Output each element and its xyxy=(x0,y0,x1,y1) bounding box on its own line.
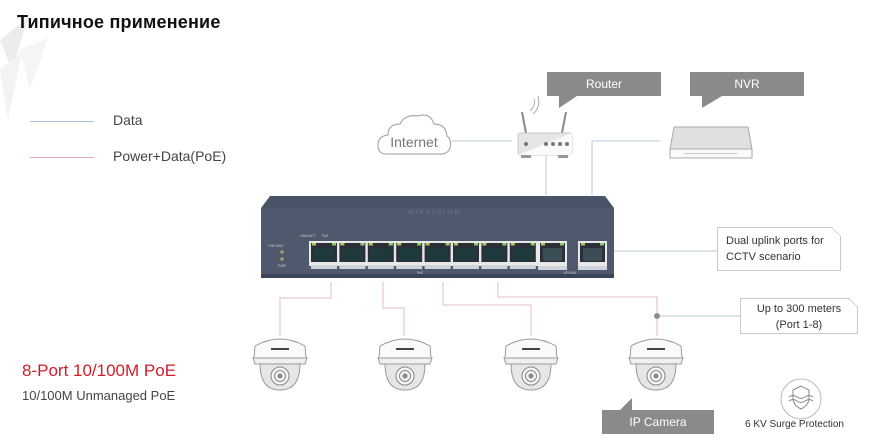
poe-led xyxy=(360,243,365,246)
poe-port-8 xyxy=(509,243,536,269)
switch-uplink-label: UPLINK xyxy=(564,271,577,275)
internet-label: Internet xyxy=(390,134,438,150)
legend-data-line xyxy=(30,121,94,122)
switch-pwr-label: PWR xyxy=(278,264,287,268)
link-led xyxy=(312,243,316,246)
ip-camera-4 xyxy=(628,338,684,391)
switch-poe-max-label: PoE MAX xyxy=(268,244,284,248)
uplink-note-line-2: CCTV scenario xyxy=(726,251,801,263)
ip-cameras xyxy=(252,338,684,391)
nvr-switch-line xyxy=(591,140,660,195)
poe-led xyxy=(530,243,535,246)
nvr-callout: NVR xyxy=(690,72,804,108)
legend-poe-line xyxy=(30,157,94,158)
distance-note-line-1: Up to 300 meters xyxy=(756,303,842,315)
port-label-strip xyxy=(481,265,508,269)
decorative-background-shape xyxy=(0,18,48,120)
uplink-port-1 xyxy=(538,241,567,270)
poe-port-5 xyxy=(424,243,451,269)
surge-protection-label: 6 KV Surge Protection xyxy=(745,419,844,430)
port-label-strip xyxy=(311,265,337,269)
distance-note-line-2: (Port 1-8) xyxy=(775,319,823,331)
switch-brand-label: HIKVISION xyxy=(408,209,461,215)
data-connections xyxy=(452,140,740,317)
port-label-strip xyxy=(509,265,536,269)
ip-camera-1 xyxy=(252,338,308,391)
port-label-strip xyxy=(453,265,479,269)
product-name: 8-Port 10/100M PoE xyxy=(22,361,177,380)
camera-logo xyxy=(647,348,665,350)
link-led xyxy=(340,243,345,246)
ip-camera-3 xyxy=(503,338,559,391)
poe-port-1 xyxy=(311,243,337,269)
poe-led xyxy=(417,243,422,246)
port-label-strip xyxy=(396,265,423,269)
uplink-ports xyxy=(538,241,607,270)
port-label-strip xyxy=(339,265,366,269)
router-icon xyxy=(517,95,573,158)
poe-port-2 xyxy=(339,243,366,269)
uplink-port-2 xyxy=(578,241,607,270)
port-label-strip xyxy=(424,265,451,269)
uplink-note-line-1: Dual uplink ports for xyxy=(726,235,824,247)
port-label-strip xyxy=(367,265,394,269)
router-callout: Router xyxy=(547,72,661,108)
poe-led xyxy=(502,243,507,246)
poe-switch: HIKVISION PoE MAX PWR LINK/ACT PoE PoE U… xyxy=(261,196,614,278)
switch-poe-footer-label: PoE xyxy=(417,271,424,275)
distance-note: Up to 300 meters (Port 1-8) xyxy=(740,298,858,334)
poe-led xyxy=(388,243,393,246)
camera-logo xyxy=(271,348,289,350)
camera-logo xyxy=(522,348,540,350)
poe-line-camera-3 xyxy=(442,282,532,336)
product-subtitle: 10/100M Unmanaged PoE xyxy=(22,388,176,403)
pwr-led xyxy=(280,257,284,261)
ip-camera-callout: IP Camera xyxy=(602,398,714,434)
uplink-note: Dual uplink ports for CCTV scenario xyxy=(717,227,841,271)
poe-max-led xyxy=(280,250,284,254)
link-led xyxy=(482,243,487,246)
poe-line-camera-2 xyxy=(382,282,405,336)
page-title: Типичное применение xyxy=(17,12,221,32)
poe-led xyxy=(445,243,450,246)
link-led xyxy=(510,243,515,246)
surge-protection-icon xyxy=(780,378,822,420)
poe-ports xyxy=(309,241,539,269)
distance-marker-dot xyxy=(654,313,660,319)
poe-port-3 xyxy=(367,243,394,269)
camera-logo xyxy=(396,348,414,350)
poe-port-6 xyxy=(453,243,479,269)
link-led xyxy=(368,243,373,246)
poe-line-camera-4 xyxy=(497,282,658,336)
poe-led xyxy=(332,243,336,246)
internet-cloud-icon: Internet xyxy=(377,114,452,155)
link-led xyxy=(397,243,402,246)
link-led xyxy=(454,243,458,246)
switch-link-act-label: LINK/ACT xyxy=(300,234,317,238)
ip-camera-2 xyxy=(377,338,433,391)
poe-line-camera-1 xyxy=(279,282,332,336)
poe-led xyxy=(474,243,478,246)
link-led xyxy=(425,243,430,246)
poe-port-4 xyxy=(396,243,423,269)
poe-connections xyxy=(279,282,658,336)
legend-poe-label: Power+Data(PoE) xyxy=(113,148,227,164)
switch-poe-header-label: PoE xyxy=(322,234,329,238)
poe-port-7 xyxy=(481,243,508,269)
legend-data-label: Data xyxy=(113,112,143,128)
nvr-icon xyxy=(669,126,753,159)
